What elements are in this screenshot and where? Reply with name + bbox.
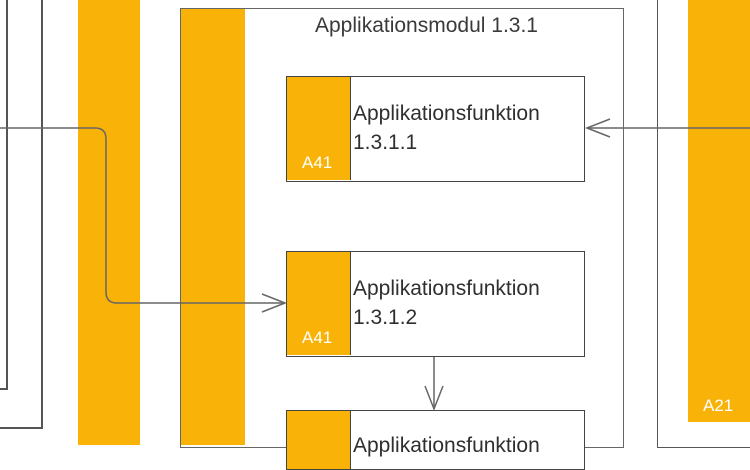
left-inner-frame	[0, 0, 8, 390]
connector-lines	[0, 118, 750, 412]
arrowhead-function-1	[584, 118, 611, 138]
module-yellow-strip	[181, 9, 245, 445]
function-box-2[interactable]: A41 Applikationsfunktion 1.3.1.2	[286, 251, 585, 357]
arrowhead-function-3	[424, 385, 444, 412]
right-block-code: A21	[703, 396, 734, 415]
function-box-2-strip	[287, 252, 351, 355]
function-box-1[interactable]: A41 Applikationsfunktion 1.3.1.1	[286, 76, 585, 182]
right-yellow-bar	[688, 0, 750, 422]
function-box-1-strip	[287, 77, 351, 180]
function-box-1-label: Applikationsfunktion 1.3.1.1	[353, 102, 540, 154]
connector-left-to-function-2	[0, 127, 285, 304]
arrowhead-function-2	[261, 293, 288, 313]
left-yellow-bar	[78, 0, 140, 445]
function-box-2-code: A41	[302, 328, 333, 347]
function-box-1-code: A41	[302, 153, 333, 172]
function-box-2-label: Applikationsfunktion 1.3.1.2	[353, 277, 540, 329]
module-title: Applikationsmodul 1.3.1	[315, 14, 538, 37]
